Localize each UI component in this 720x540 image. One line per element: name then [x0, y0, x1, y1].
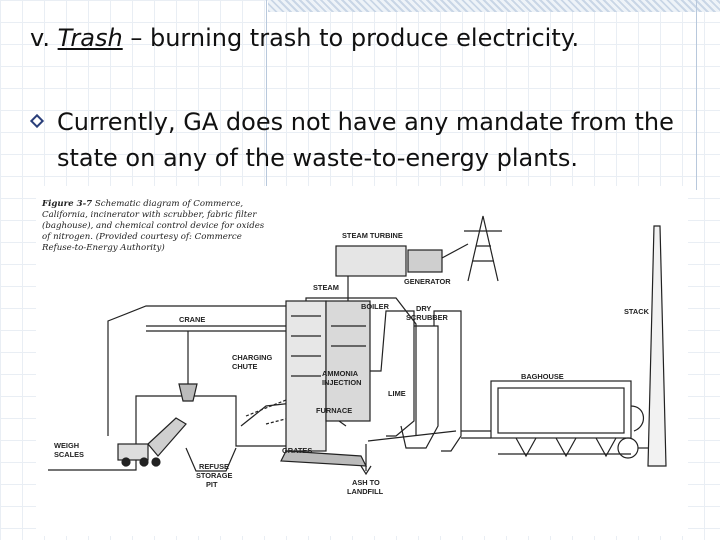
title-prefix: v.: [30, 24, 58, 52]
figure-caption-line-2: California, incinerator with scrubber, f…: [42, 210, 257, 220]
label-weigh-scales: WEIGH: [54, 441, 79, 450]
label-boiler: BOILER: [361, 302, 390, 311]
label-refuse-storage-pit: REFUSE: [199, 462, 229, 471]
label-lime: LIME: [388, 389, 406, 398]
label-baghouse: BAGHOUSE: [521, 372, 564, 381]
decorative-line: [696, 0, 697, 190]
truck-wheel: [151, 457, 161, 467]
label-furnace: FURNACE: [316, 406, 352, 415]
label-charging-chute: CHUTE: [232, 362, 258, 371]
boiler-wall: [325, 300, 371, 422]
truck-wheel: [121, 457, 131, 467]
truck-bed: [147, 417, 187, 457]
slide-title: v. Trash – burning trash to produce elec…: [30, 24, 579, 52]
truck-wheel: [139, 457, 149, 467]
refuse-storage-pit: [185, 447, 237, 472]
label-ash-to-landfill: LANDFILL: [347, 487, 384, 496]
power-line: [441, 243, 469, 259]
schematic-diagram: Figure 3-7 Schematic diagram of Commerce…: [41, 199, 667, 496]
generator: [407, 249, 443, 273]
baghouse-filters: [497, 387, 625, 434]
title-rest: – burning trash to produce electricity.: [122, 24, 580, 52]
label-generator: GENERATOR: [404, 277, 451, 286]
label-crane: CRANE: [179, 315, 205, 324]
label-refuse-storage-pit: STORAGE: [196, 471, 232, 480]
label-stack: STACK: [624, 307, 650, 316]
ash-arrowhead-icon: [360, 465, 372, 476]
flue-duct: [370, 310, 415, 437]
label-charging-chute: CHARGING: [232, 353, 272, 362]
figure-caption-line-4: of nitrogen. (Provided courtesy of: Comm…: [42, 231, 242, 242]
baghouse-housing: [490, 380, 632, 439]
title-term: Trash: [57, 24, 123, 52]
ash-conveyor-to-landfill: [367, 430, 457, 442]
label-dry-scrubber: SCRUBBER: [406, 313, 449, 322]
stack: [647, 225, 667, 467]
label-steam: STEAM: [313, 283, 339, 292]
label-ash-to-landfill: ASH TO: [352, 478, 380, 487]
label-steam-turbine: STEAM TURBINE: [342, 231, 403, 240]
truck-cab: [117, 443, 149, 461]
crane-grab: [178, 383, 198, 402]
induced-draft-fan: [630, 405, 644, 432]
bullet-text: Currently, GA does not have any mandate …: [57, 108, 674, 172]
decorative-top-band: [268, 0, 720, 12]
figure-caption-line-1: Figure 3-7 Schematic diagram of Commerce…: [41, 199, 243, 209]
transmission-tower-icon: [464, 215, 502, 282]
label-ammonia-injection: AMMONIA: [322, 369, 359, 378]
steam-turbine: [335, 245, 407, 277]
dry-scrubber-body: [400, 325, 439, 449]
dry-scrubber-vessel: [433, 310, 462, 452]
label-grates: GRATES: [282, 446, 312, 455]
incinerator-schematic-figure: Figure 3-7 Schematic diagram of Commerce…: [36, 186, 688, 536]
label-weigh-scales: SCALES: [54, 450, 84, 459]
label-refuse-storage-pit: PIT: [206, 480, 218, 489]
figure-caption-line-5: Refuse-to-Energy Authority): [41, 242, 165, 253]
label-ammonia-injection: INJECTION: [322, 378, 361, 387]
figure-caption-line-3: (baghouse), and chemical control device …: [42, 220, 265, 231]
decorative-line: [266, 0, 267, 190]
label-dry-scrubber: DRY: [416, 304, 431, 313]
